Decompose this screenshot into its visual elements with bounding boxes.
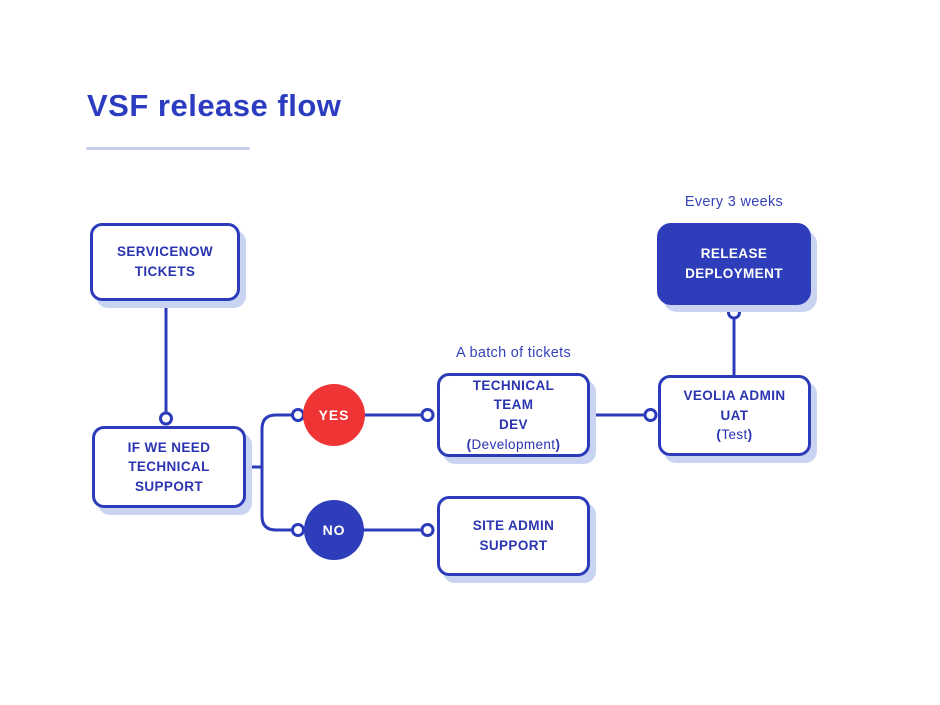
node-release-deployment: RELEASE DEPLOYMENT (657, 223, 811, 305)
connector-dot (727, 305, 741, 320)
connector-decision-to-no (260, 465, 293, 532)
node-if-we-need-technical-support: IF WE NEED TECHNICAL SUPPORT (92, 426, 246, 508)
node-label: VEOLIA ADMIN UAT (683, 388, 786, 423)
decision-yes: YES (303, 384, 365, 446)
node-label: IF WE NEED TECHNICAL SUPPORT (127, 439, 211, 494)
connector-dot (420, 523, 435, 537)
node-site-admin-support: SITE ADMIN SUPPORT (437, 496, 590, 576)
node-label: SERVICENOW TICKETS (116, 244, 213, 279)
sublabel-text: Development (471, 436, 556, 452)
node-servicenow-tickets: SERVICENOW TICKETS (90, 223, 240, 301)
connector-dot (291, 523, 305, 537)
decision-label: YES (318, 407, 350, 423)
connector-dot (420, 408, 435, 422)
node-technical-team-dev: TECHNICAL TEAM DEV (Development) (437, 373, 590, 457)
decision-no: NO (304, 500, 364, 560)
node-label: RELEASE DEPLOYMENT (685, 246, 783, 281)
connector-dot (643, 408, 658, 422)
edge-label-batch-of-tickets: A batch of tickets (455, 345, 571, 361)
connector-dot (291, 408, 305, 422)
connector-dot (159, 411, 173, 426)
paren-open: ( (466, 436, 472, 452)
title-underline (86, 147, 250, 150)
sublabel-text: Test (721, 427, 748, 443)
paren-close: ) (555, 436, 561, 452)
node-label: TECHNICAL TEAM DEV (472, 377, 555, 432)
node-sublabel: (Test) (716, 425, 752, 445)
page-title: VSF release flow (87, 88, 342, 123)
paren-close: ) (747, 427, 753, 443)
decision-label: NO (322, 522, 346, 538)
edge-label-every-3-weeks: Every 3 weeks (684, 194, 784, 210)
paren-open: ( (716, 427, 722, 443)
node-label: SITE ADMIN SUPPORT (472, 518, 555, 553)
connector-decision-to-yes (260, 413, 293, 469)
node-sublabel: (Development) (467, 435, 561, 455)
node-veolia-admin-uat: VEOLIA ADMIN UAT (Test) (658, 375, 811, 456)
